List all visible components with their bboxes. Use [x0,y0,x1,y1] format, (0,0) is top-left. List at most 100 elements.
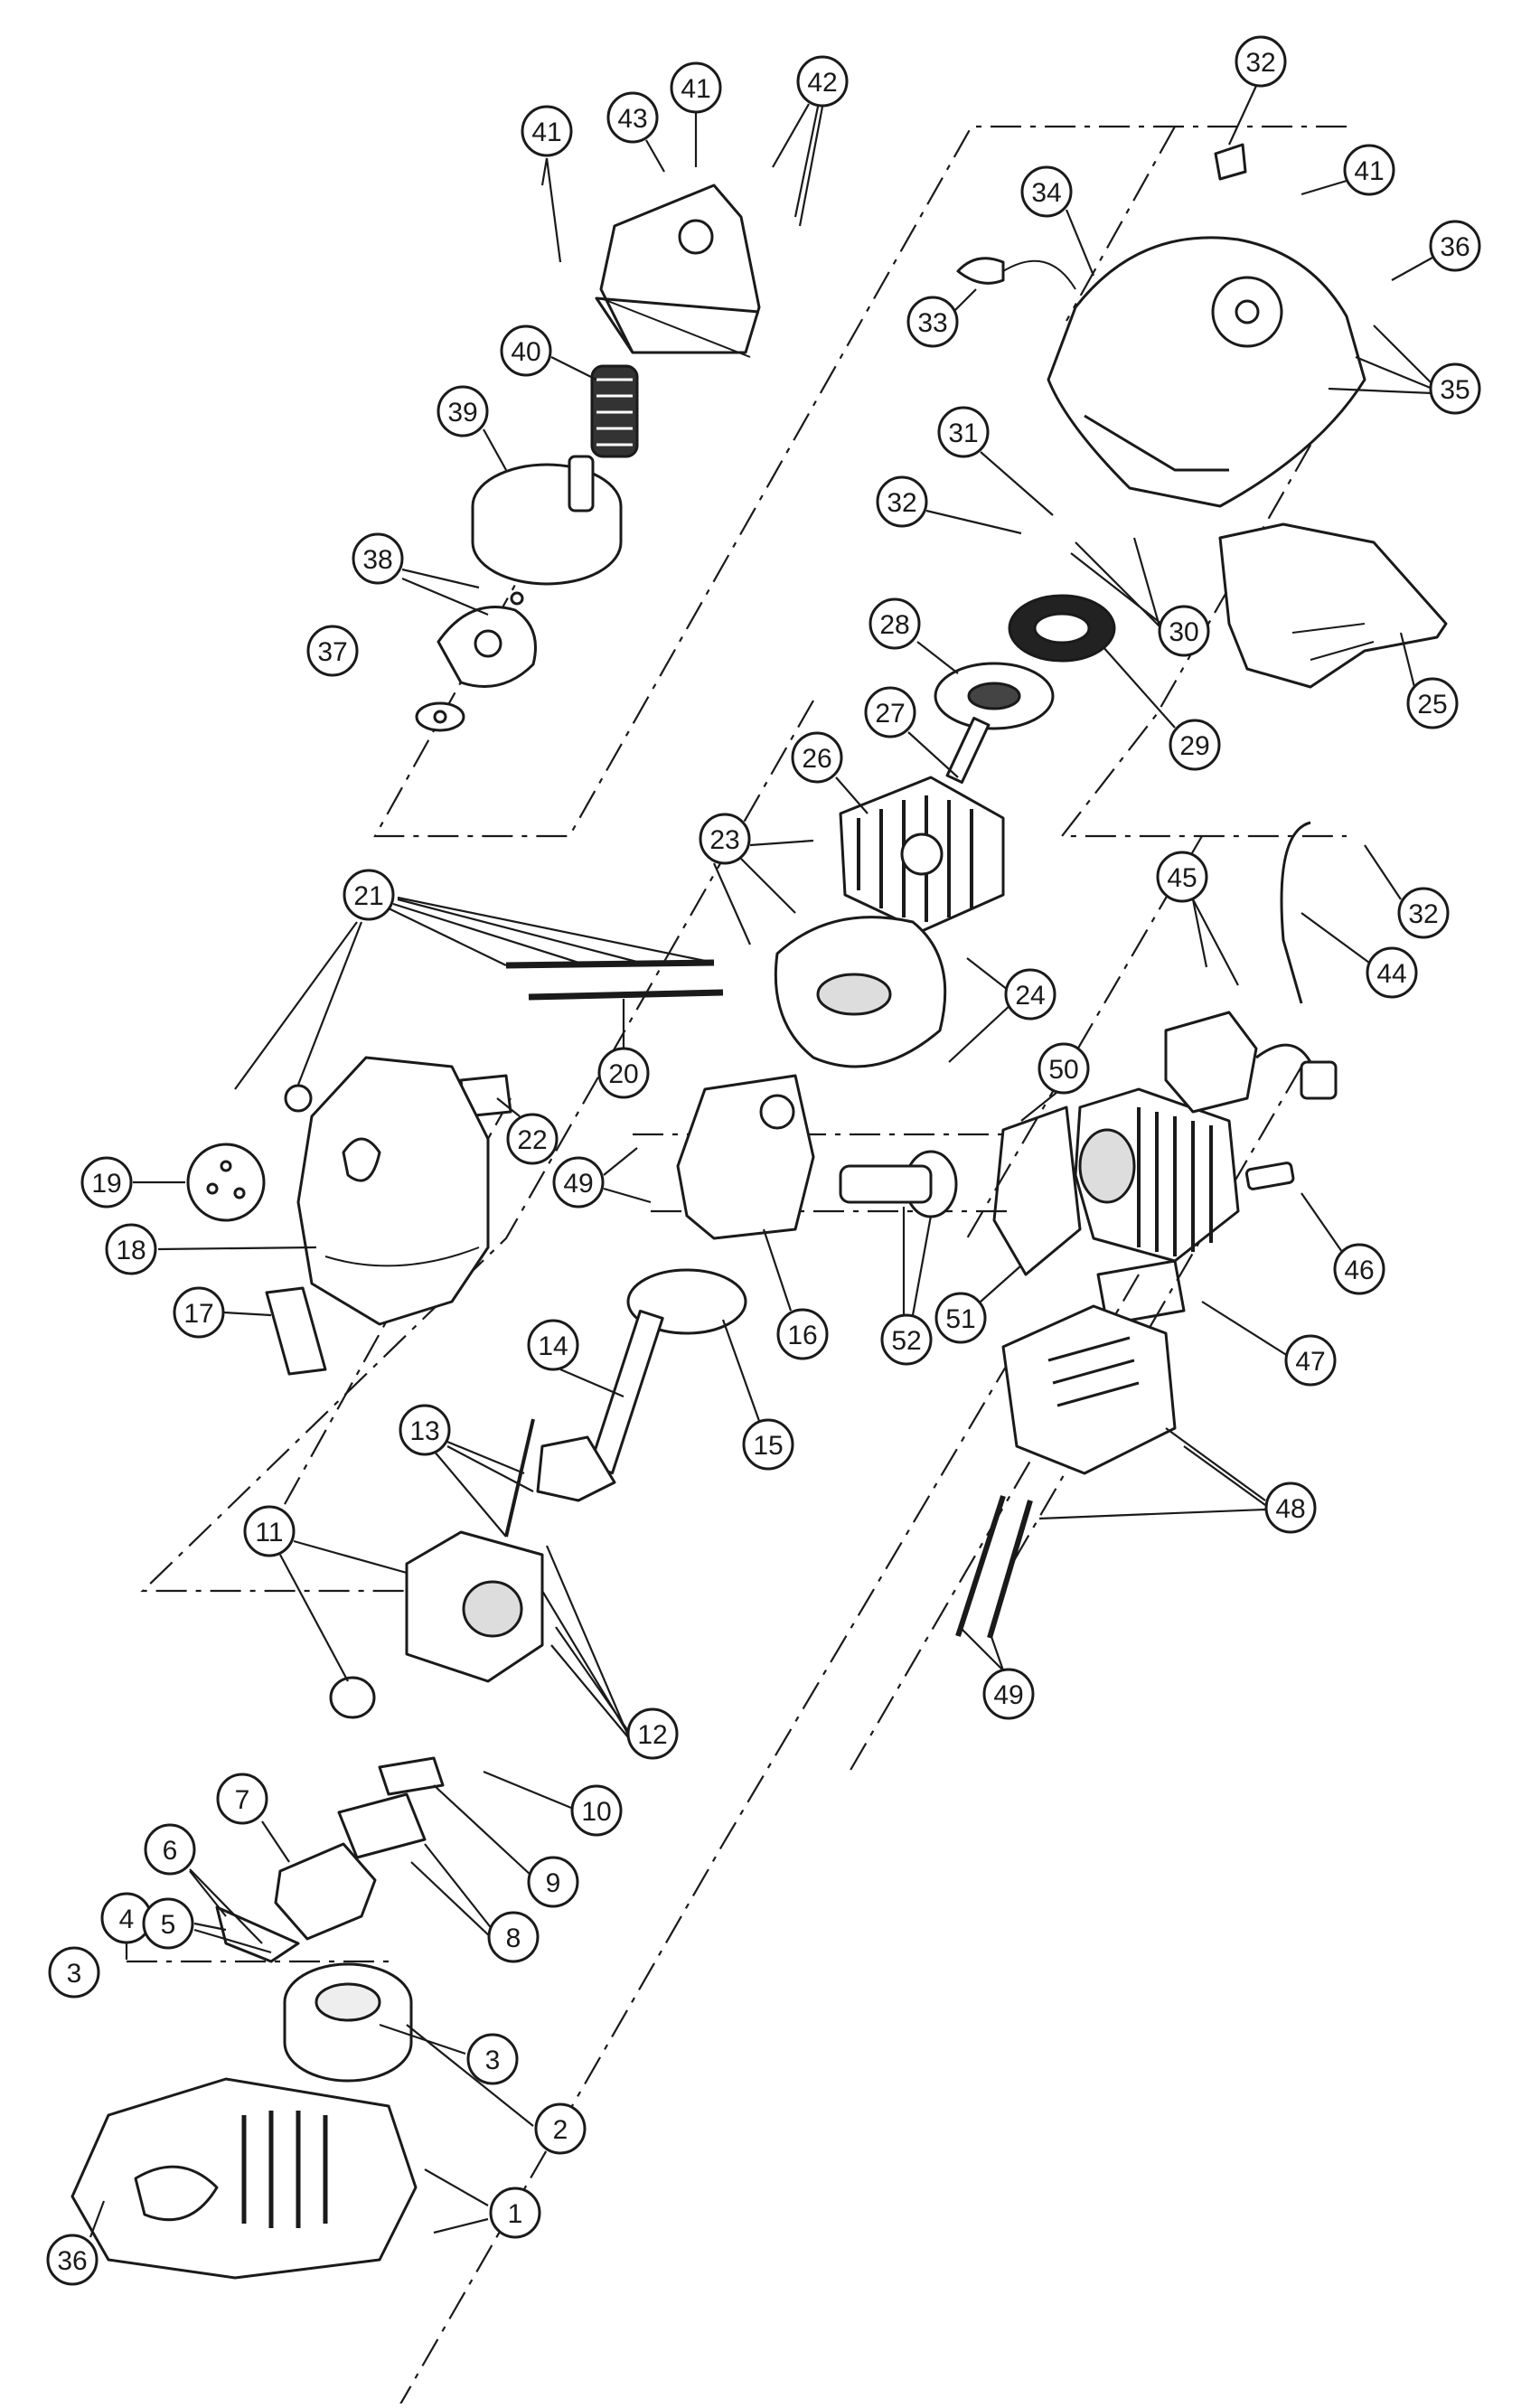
leader-line-21 [397,898,652,967]
callout-number: 25 [1417,690,1447,720]
leader-line-23 [740,858,796,914]
callout-circle [796,55,849,108]
callout-number: 33 [917,308,947,338]
callout-52: 52 [880,1313,933,1366]
leader-line-42 [772,103,810,168]
clutch-shoe-drawing [437,591,537,688]
callout-51: 51 [934,1292,987,1344]
callout-circle [500,325,552,377]
callout-circle [742,1418,794,1471]
callout-41: 41 [1343,144,1395,196]
callout-circle [343,869,395,921]
callout-30: 30 [1158,605,1210,657]
callout-circle [243,1505,296,1557]
callout-number: 18 [116,1236,146,1265]
callout-22: 22 [506,1113,559,1165]
grommet-drawing [284,1084,313,1113]
callout-number: 30 [1169,617,1198,647]
leader-line-51 [980,1265,1022,1303]
leader-line-33 [953,288,977,313]
callout-10: 10 [570,1784,623,1837]
bracket-drawing [1218,522,1448,689]
callout-29: 29 [1169,719,1221,771]
callout-number: 43 [617,104,647,134]
callout-number: 27 [875,699,905,729]
callout-number: 16 [787,1321,817,1350]
leader-line-11 [279,1554,349,1682]
callout-number: 39 [447,398,477,428]
callout-circle [1429,220,1481,272]
callout-number: 12 [637,1720,667,1750]
callout-circle [46,2234,99,2286]
callout-13: 13 [399,1404,451,1456]
callout-12: 12 [626,1707,679,1760]
callout-number: 32 [887,488,916,518]
callout-circle [626,1707,679,1760]
callout-11: 11 [243,1505,296,1557]
leader-line-36 [1391,257,1433,281]
callout-38: 38 [352,532,404,585]
callout-3: 3 [466,2033,519,2085]
callout-circle [880,1313,933,1366]
leader-line-13 [446,1445,534,1492]
callout-number: 23 [709,825,739,855]
callout-number: 31 [948,419,978,448]
leader-line-36 [89,2200,106,2238]
leader-line-12 [550,1644,629,1738]
plate-drawing [274,1842,377,1941]
callout-circle [487,1911,540,1963]
leader-line-21 [388,908,507,966]
callout-number: 11 [255,1518,283,1547]
callout-number: 51 [945,1304,975,1334]
callout-number: 34 [1031,178,1061,208]
piston-drawing [839,1150,958,1218]
callout-circle [105,1223,157,1275]
callout-number: 21 [353,881,383,911]
callout-number: 41 [531,118,561,147]
leader-line-30 [1132,537,1163,634]
callout-2: 2 [534,2102,587,2155]
leader-line-48 [1183,1445,1266,1506]
callout-39: 39 [437,385,489,437]
pulley-drawing [934,662,1055,730]
leader-line-26 [835,776,869,814]
callout-circle [876,475,928,528]
carburetor-body-drawing [405,1418,544,1683]
ignition-plate-drawing [774,916,947,1068]
callout-circle [606,91,659,144]
callout-number: 41 [681,74,710,104]
leader-line-3 [379,2023,466,2055]
leader-line-35 [1355,355,1433,390]
callout-number: 13 [409,1416,439,1446]
air-filter-drawing [283,1962,413,2083]
wire-drawing [1280,821,1311,1004]
callout-number: 44 [1376,959,1406,989]
callout-35: 35 [1429,362,1481,415]
muffler-bracket-drawing [1096,1259,1186,1326]
leader-line-22 [496,1097,521,1117]
leader-line-42 [793,106,820,218]
callout-circle [1169,719,1221,771]
leader-line-21 [296,921,363,1086]
callout-circle [399,1404,451,1456]
callout-15: 15 [742,1418,794,1471]
leader-line-7 [261,1820,290,1863]
callout-circle [521,105,573,157]
muffler-drawing [1001,1304,1177,1475]
callout-48: 48 [1264,1481,1317,1534]
leader-line-21 [392,902,588,967]
callout-circle [1366,946,1418,999]
leader-line-45 [1192,898,1239,986]
callout-circle [934,1292,987,1344]
callout-number: 5 [161,1910,176,1940]
shaft-drawing [945,716,991,785]
callout-circle [527,1856,579,1908]
callout-3: 3 [48,1946,100,1999]
callout-5: 5 [142,1897,194,1950]
leader-line-34 [1065,209,1095,277]
callout-number: 38 [362,545,392,575]
callout-19: 19 [80,1156,133,1209]
callout-number: 36 [57,2246,87,2276]
callout-number: 8 [506,1924,521,1953]
